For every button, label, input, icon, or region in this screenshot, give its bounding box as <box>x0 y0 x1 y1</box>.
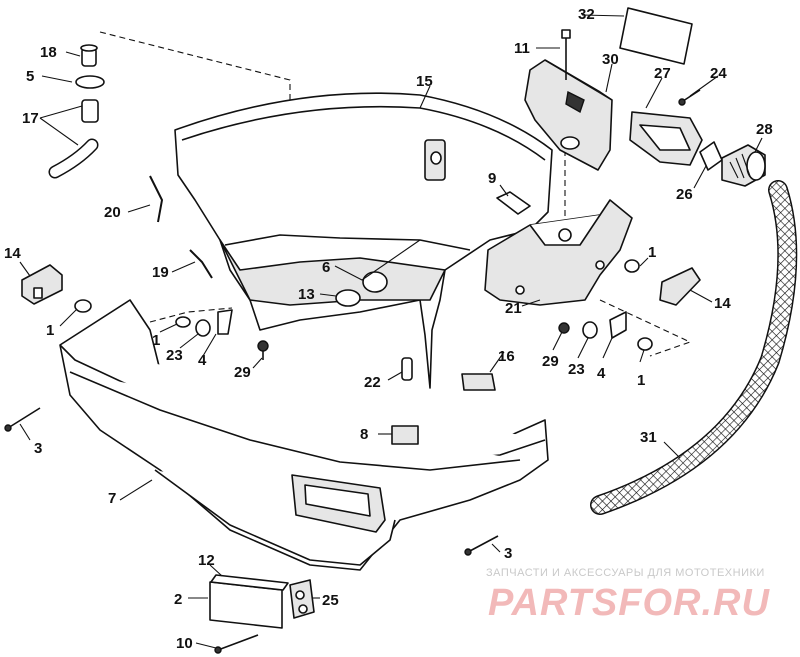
latch-hook-part-4-right <box>609 311 627 339</box>
wire-part-19 <box>189 249 213 279</box>
callout-14-left: 14 <box>4 245 21 262</box>
washer-part-13 <box>335 289 361 307</box>
pad-part-16 <box>461 373 496 391</box>
watermark-brand: PARTSFOR.RU <box>488 582 770 624</box>
lower-cover-part-7 <box>59 299 549 571</box>
clip-part-9 <box>496 191 531 215</box>
screw-part-10 <box>214 634 259 654</box>
callout-32: 32 <box>578 6 595 23</box>
grommet-part-1-center <box>175 316 191 328</box>
callout-4-right: 4 <box>597 365 606 382</box>
clamp-part-5 <box>75 75 105 89</box>
callout-1-left: 1 <box>46 322 54 339</box>
callout-13: 13 <box>298 286 315 303</box>
callout-17: 17 <box>22 110 39 127</box>
bushing-part-6 <box>362 271 388 293</box>
bracket-part-25 <box>289 579 315 619</box>
callout-12: 12 <box>198 552 215 569</box>
boot-part-28 <box>721 144 766 187</box>
callout-18: 18 <box>40 44 57 61</box>
callout-11: 11 <box>514 40 530 57</box>
latch-part-30 <box>524 59 613 171</box>
callout-4-left: 4 <box>198 352 207 369</box>
fitting-part-18 <box>80 44 98 67</box>
washer-part-23-left <box>195 319 211 337</box>
callout-16: 16 <box>498 348 515 365</box>
leader-lines <box>19 14 763 649</box>
callout-3-right: 3 <box>504 545 512 562</box>
screw-part-29-right <box>558 322 570 334</box>
callout-8: 8 <box>360 426 368 443</box>
callout-22: 22 <box>364 374 381 391</box>
pad-part-8 <box>391 425 419 445</box>
callout-29-left: 29 <box>234 364 251 381</box>
dashed-guide-left <box>149 307 233 323</box>
callout-31: 31 <box>640 429 657 446</box>
seal-part-26 <box>699 141 723 171</box>
bolt-part-3-right <box>464 535 499 556</box>
callout-27: 27 <box>654 65 671 82</box>
washer-part-23-right <box>582 321 598 339</box>
callout-7: 7 <box>108 490 116 507</box>
callout-20: 20 <box>104 204 121 221</box>
callout-21: 21 <box>505 300 522 317</box>
upper-cover-part-15 <box>174 92 553 389</box>
callout-26: 26 <box>676 186 693 203</box>
decal-part-32 <box>619 7 693 65</box>
callout-29-right: 29 <box>542 353 559 370</box>
grommet-part-1-right-upper <box>624 259 640 273</box>
screw-part-24 <box>678 89 701 106</box>
callout-2: 2 <box>174 591 182 608</box>
latch-hook-part-4-left <box>217 309 233 335</box>
dashed-guide-right <box>564 120 692 357</box>
watermark: ЗАПЧАСТИ И АКСЕССУАРЫ ДЛЯ МОТОТЕХНИКИ PA… <box>486 567 770 624</box>
callout-1-center: 1 <box>152 332 160 349</box>
bolt-part-11 <box>561 29 571 80</box>
callout-1-right-upper: 1 <box>648 244 656 261</box>
clip-part-22 <box>401 357 413 381</box>
grommet-part-1-left <box>74 299 92 313</box>
callout-15: 15 <box>416 73 433 90</box>
callout-5: 5 <box>26 68 34 85</box>
rear-bracket-part-21 <box>484 199 633 306</box>
grommet-part-1-right-lower <box>637 337 653 351</box>
callout-23-right: 23 <box>568 361 585 378</box>
callout-25: 25 <box>322 592 339 609</box>
watermark-tagline: ЗАПЧАСТИ И АКСЕССУАРЫ ДЛЯ МОТОТЕХНИКИ <box>486 567 765 579</box>
dashed-guide-upper <box>99 31 291 235</box>
callout-28: 28 <box>756 121 773 138</box>
callout-1-right-lower: 1 <box>637 372 645 389</box>
callout-3-left: 3 <box>34 440 42 457</box>
latch-bracket-part-27 <box>629 111 703 166</box>
bolt-part-3-left <box>4 407 41 432</box>
screw-part-29-left <box>257 340 269 360</box>
callout-labels: 18 5 17 20 19 14 1 1 23 4 29 6 13 15 9 3… <box>4 6 773 652</box>
callout-23-left: 23 <box>166 347 183 364</box>
gasket-part-12 <box>210 574 289 591</box>
callout-6: 6 <box>322 259 330 276</box>
callout-10: 10 <box>176 635 193 652</box>
mesh-hose-part-31 <box>590 180 798 515</box>
callout-30: 30 <box>602 51 619 68</box>
callout-9: 9 <box>488 170 496 187</box>
callout-24: 24 <box>710 65 727 82</box>
wire-part-20 <box>149 175 164 223</box>
handle-part-14-right <box>659 267 701 306</box>
callout-14-right: 14 <box>714 295 731 312</box>
callout-19: 19 <box>152 264 169 281</box>
connector-part-17 <box>48 99 99 179</box>
handle-part-14-left <box>21 264 63 305</box>
